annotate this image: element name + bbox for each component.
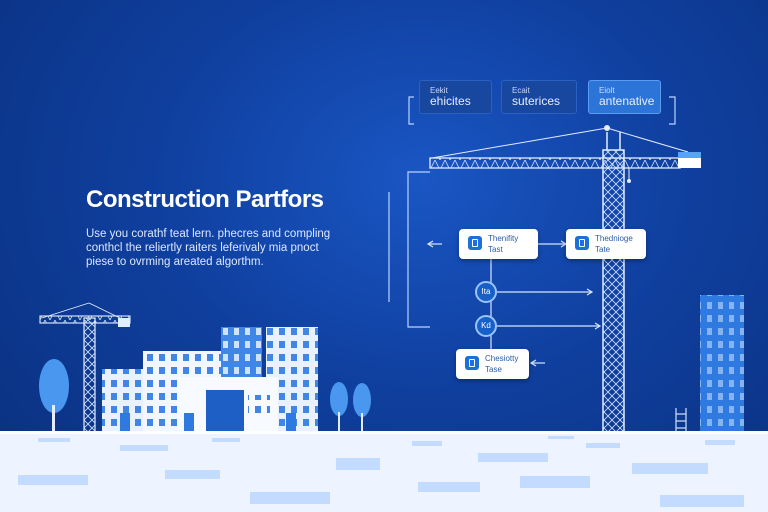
flow-node-kd[interactable]: Kd <box>475 315 497 337</box>
tab-suterices[interactable]: Ecait suterices <box>501 80 577 114</box>
card-subtitle: Tase <box>485 365 502 374</box>
diagram-brackets <box>388 96 676 328</box>
description-text: Use you corathf teat lern. phecres and c… <box>86 227 366 269</box>
card-title: Chesiotty <box>485 354 519 363</box>
tab-caption: Ecait <box>512 86 530 95</box>
page-title: Construction Partfors <box>86 186 324 213</box>
tab-label: suterices <box>512 94 561 108</box>
ground-plane <box>0 431 768 512</box>
document-icon <box>465 356 479 370</box>
flow-card-thednioge[interactable]: Thednioge Tate <box>566 229 646 259</box>
card-title: Thednioge <box>595 234 633 243</box>
ladder-icon <box>675 408 687 435</box>
tab-label: antenative <box>599 94 655 108</box>
card-subtitle: Tast <box>488 245 503 254</box>
tree-icon <box>39 359 371 432</box>
tab-label: ehicites <box>430 94 471 108</box>
tab-ehicites[interactable]: Eekit ehicites <box>419 80 492 114</box>
tab-antenative[interactable]: Eiolt antenative <box>588 80 661 114</box>
tab-caption: Eekit <box>430 86 448 95</box>
description-line: piese to ovrming areated algorthm. <box>86 256 264 268</box>
connector-lines <box>426 240 602 367</box>
document-icon <box>468 236 482 250</box>
background-building-icon <box>700 295 744 435</box>
card-title: Thenifity <box>488 234 519 243</box>
flow-card-chesiotty[interactable]: Chesiotty Tase <box>456 349 529 379</box>
tower-crane-icon <box>429 125 701 433</box>
building-cluster-icon <box>102 327 318 432</box>
card-subtitle: Tate <box>595 245 611 254</box>
description-line: conthcl the reliertly raiters leferivaly… <box>86 242 319 254</box>
document-icon <box>575 236 589 250</box>
description-line: Use you corathf teat lern. phecres and c… <box>86 228 331 240</box>
flow-card-thenifity[interactable]: Thenifity Tast <box>459 229 538 259</box>
small-crane-icon <box>39 302 131 433</box>
tab-caption: Eiolt <box>599 86 615 95</box>
flow-node-ita[interactable]: Ita <box>475 281 497 303</box>
